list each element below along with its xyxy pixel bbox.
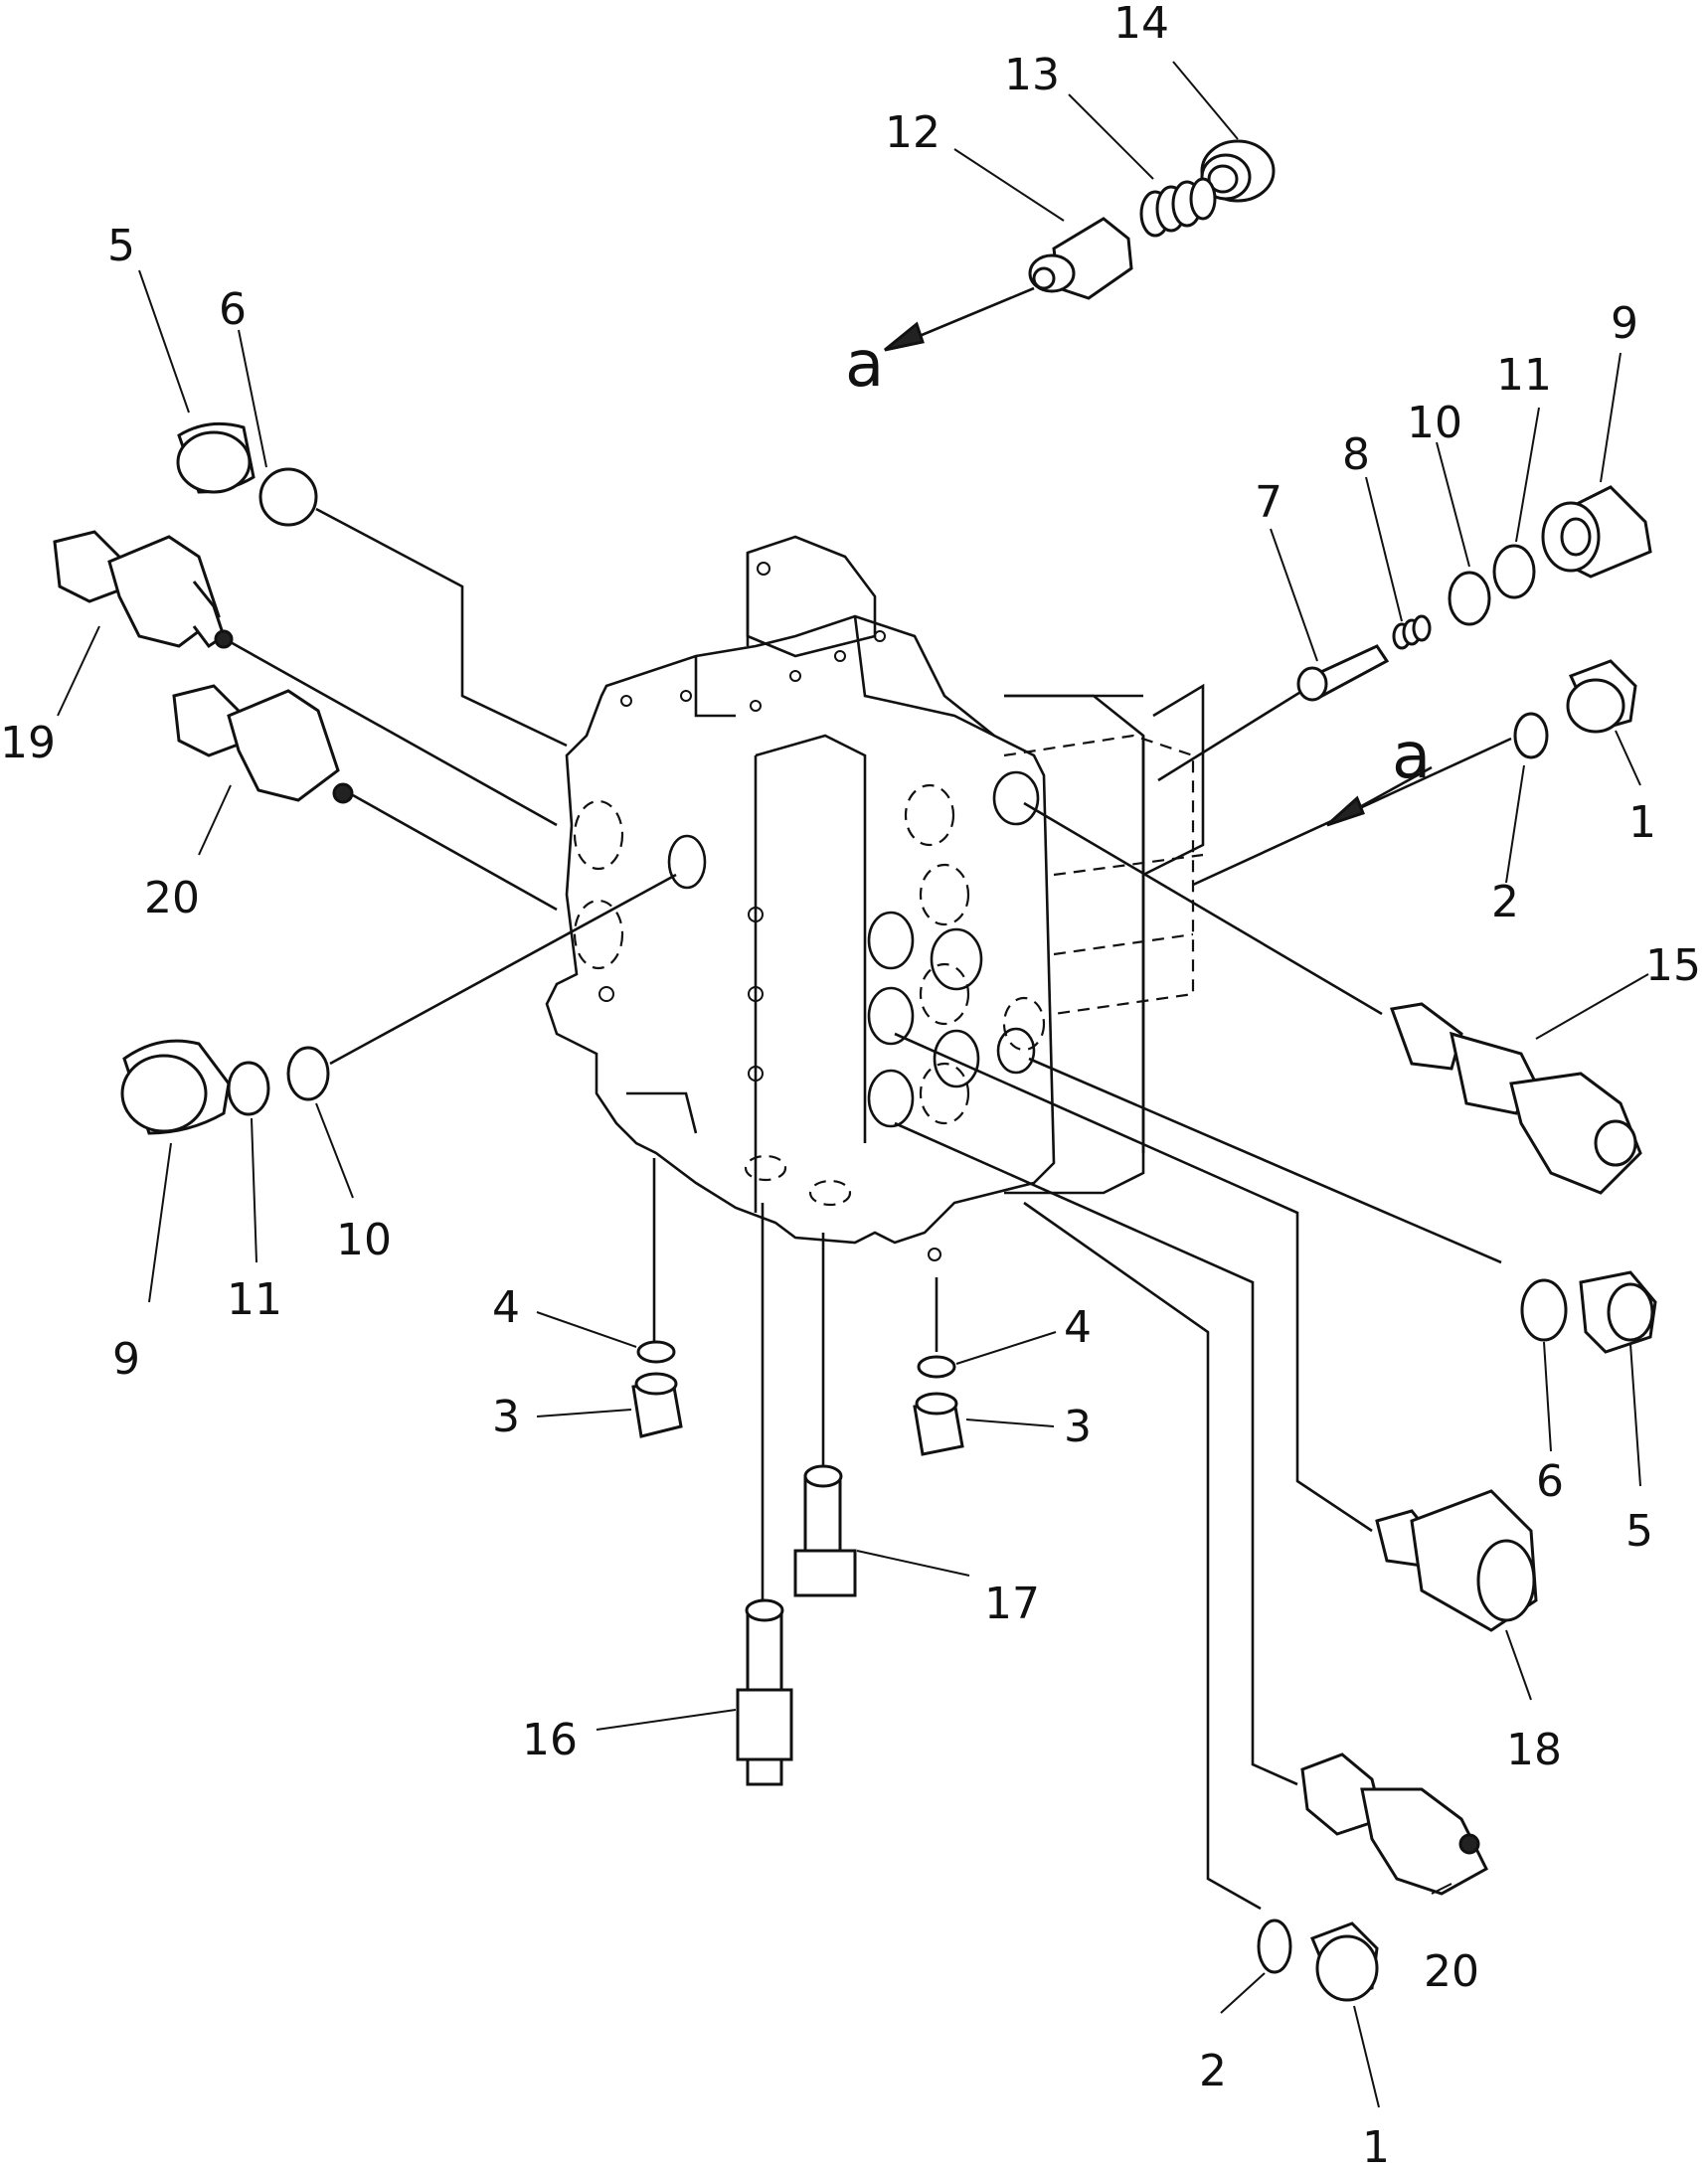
part-3-right	[913, 1392, 964, 1456]
part-20-lower	[1300, 1753, 1488, 1896]
part-9-lower	[120, 1039, 231, 1135]
callout-16: 16	[522, 1715, 578, 1765]
part-1-lower	[1310, 1921, 1379, 2002]
callout-11-lower: 11	[227, 1274, 282, 1325]
part-20-upper	[172, 684, 354, 804]
part-4-right	[917, 1355, 956, 1379]
part-7	[1296, 644, 1390, 702]
callout-20-lower: 20	[1424, 1946, 1479, 1997]
part-2-upper	[1513, 712, 1549, 759]
callout-3-right: 3	[1064, 1402, 1092, 1452]
part-13	[1139, 177, 1217, 238]
callout-17: 17	[984, 1579, 1040, 1629]
part-4-left	[636, 1340, 676, 1364]
callout-8: 8	[1342, 429, 1370, 480]
part-15	[1389, 1002, 1642, 1195]
callout-12: 12	[885, 107, 940, 158]
part-16	[736, 1598, 793, 1786]
view-marker-a-right: a	[1392, 720, 1431, 793]
view-marker-a-top: a	[845, 328, 884, 402]
callout-3-left: 3	[492, 1392, 520, 1442]
part-19	[53, 530, 234, 649]
callout-7: 7	[1255, 477, 1282, 528]
callout-15: 15	[1645, 940, 1701, 991]
part-18	[1375, 1489, 1538, 1632]
part-3-left	[631, 1372, 683, 1438]
valve-body	[545, 535, 1205, 1261]
part-11-upper	[1492, 544, 1536, 599]
part-8	[1392, 614, 1432, 650]
part-2-lower	[1257, 1919, 1292, 1974]
callout-14: 14	[1113, 0, 1169, 49]
part-5-lower	[1579, 1270, 1657, 1354]
callout-4-left: 4	[492, 1282, 520, 1333]
callout-1-lower: 1	[1362, 2122, 1390, 2170]
part-9-upper	[1541, 485, 1652, 579]
callout-leaders	[57, 61, 1649, 2108]
callout-10-upper: 10	[1407, 398, 1462, 448]
callout-1-upper: 1	[1628, 797, 1656, 848]
part-6-lower	[1520, 1278, 1568, 1342]
part-10-upper	[1448, 571, 1491, 626]
callout-2-upper: 2	[1491, 877, 1519, 927]
callout-9-upper: 9	[1611, 298, 1638, 349]
callout-13: 13	[1004, 50, 1060, 100]
callout-4-right: 4	[1064, 1302, 1092, 1353]
part-1-upper	[1566, 659, 1637, 734]
callout-6-upper: 6	[219, 284, 247, 335]
callout-20-upper: 20	[144, 873, 200, 923]
callout-9-lower: 9	[112, 1334, 140, 1385]
callout-19: 19	[0, 718, 56, 768]
part-12	[1028, 217, 1133, 300]
callout-10-lower: 10	[336, 1215, 392, 1265]
part-6-upper	[258, 467, 318, 527]
part-11-lower	[227, 1061, 270, 1116]
part-5-upper	[176, 421, 256, 494]
parts	[53, 139, 1657, 2002]
callout-11-upper: 11	[1496, 350, 1552, 401]
part-10-lower	[286, 1046, 330, 1101]
callout-5-upper: 5	[107, 221, 135, 271]
callout-5-lower: 5	[1625, 1506, 1653, 1557]
assembly-lines	[228, 286, 1512, 1911]
callout-18: 18	[1506, 1725, 1562, 1775]
callout-2-lower: 2	[1199, 2046, 1227, 2096]
part-17	[793, 1464, 857, 1597]
callout-6-lower: 6	[1536, 1456, 1564, 1507]
